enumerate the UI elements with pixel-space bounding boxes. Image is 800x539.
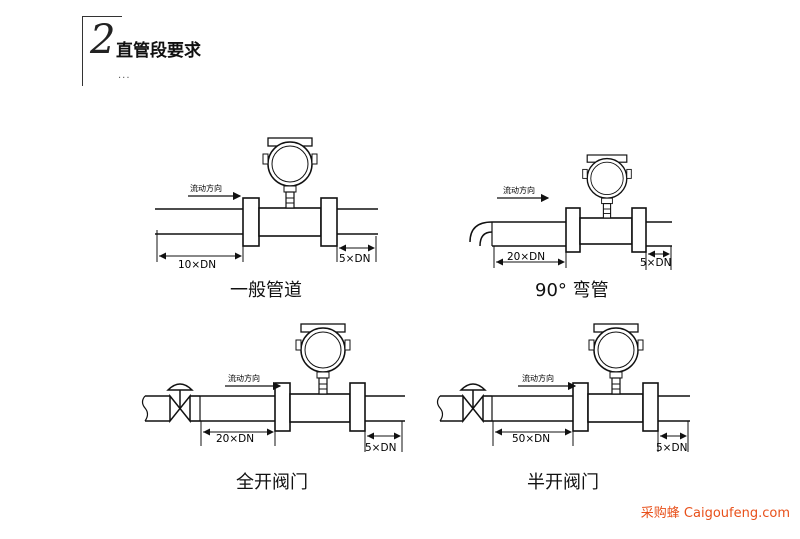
caption-full-open-valve: 全开阀门 bbox=[236, 472, 308, 493]
watermark: 采购蜂 Caigoufeng.com bbox=[640, 506, 790, 521]
flow-label: 流动方向 bbox=[522, 373, 554, 383]
flow-label: 流动方向 bbox=[503, 185, 535, 195]
header-frame bbox=[82, 16, 122, 86]
section-header: 2 直管段要求 ... bbox=[82, 16, 222, 86]
upstream-length: 10×DN bbox=[178, 259, 216, 271]
downstream-length: 5×DN bbox=[365, 442, 396, 454]
diagram-90-elbow: 流动方向 20×DN 5×DN bbox=[469, 154, 672, 270]
diagram-half-open-valve: 流动方向 50×DN 5×DN bbox=[436, 323, 690, 454]
downstream-length: 5×DN bbox=[656, 442, 687, 454]
diagram-general-pipe: 流动方向 10×DN 5×DN bbox=[155, 137, 378, 271]
upstream-length: 50×DN bbox=[512, 433, 550, 445]
section-number: 2 bbox=[90, 17, 116, 63]
flow-label: 流动方向 bbox=[228, 373, 260, 383]
downstream-length: 5×DN bbox=[640, 257, 671, 269]
upstream-length: 20×DN bbox=[216, 433, 254, 445]
section-dots: ... bbox=[118, 70, 131, 81]
upstream-length: 20×DN bbox=[507, 251, 545, 263]
flow-label: 流动方向 bbox=[190, 183, 222, 193]
caption-90-elbow: 90° 弯管 bbox=[535, 280, 609, 301]
caption-general-pipe: 一般管道 bbox=[230, 280, 302, 301]
diagram-full-open-valve: 流动方向 20×DN 5×DN bbox=[141, 323, 405, 454]
caption-half-open-valve: 半开阀门 bbox=[527, 472, 599, 493]
section-title: 直管段要求 bbox=[116, 41, 201, 61]
downstream-length: 5×DN bbox=[339, 253, 370, 265]
